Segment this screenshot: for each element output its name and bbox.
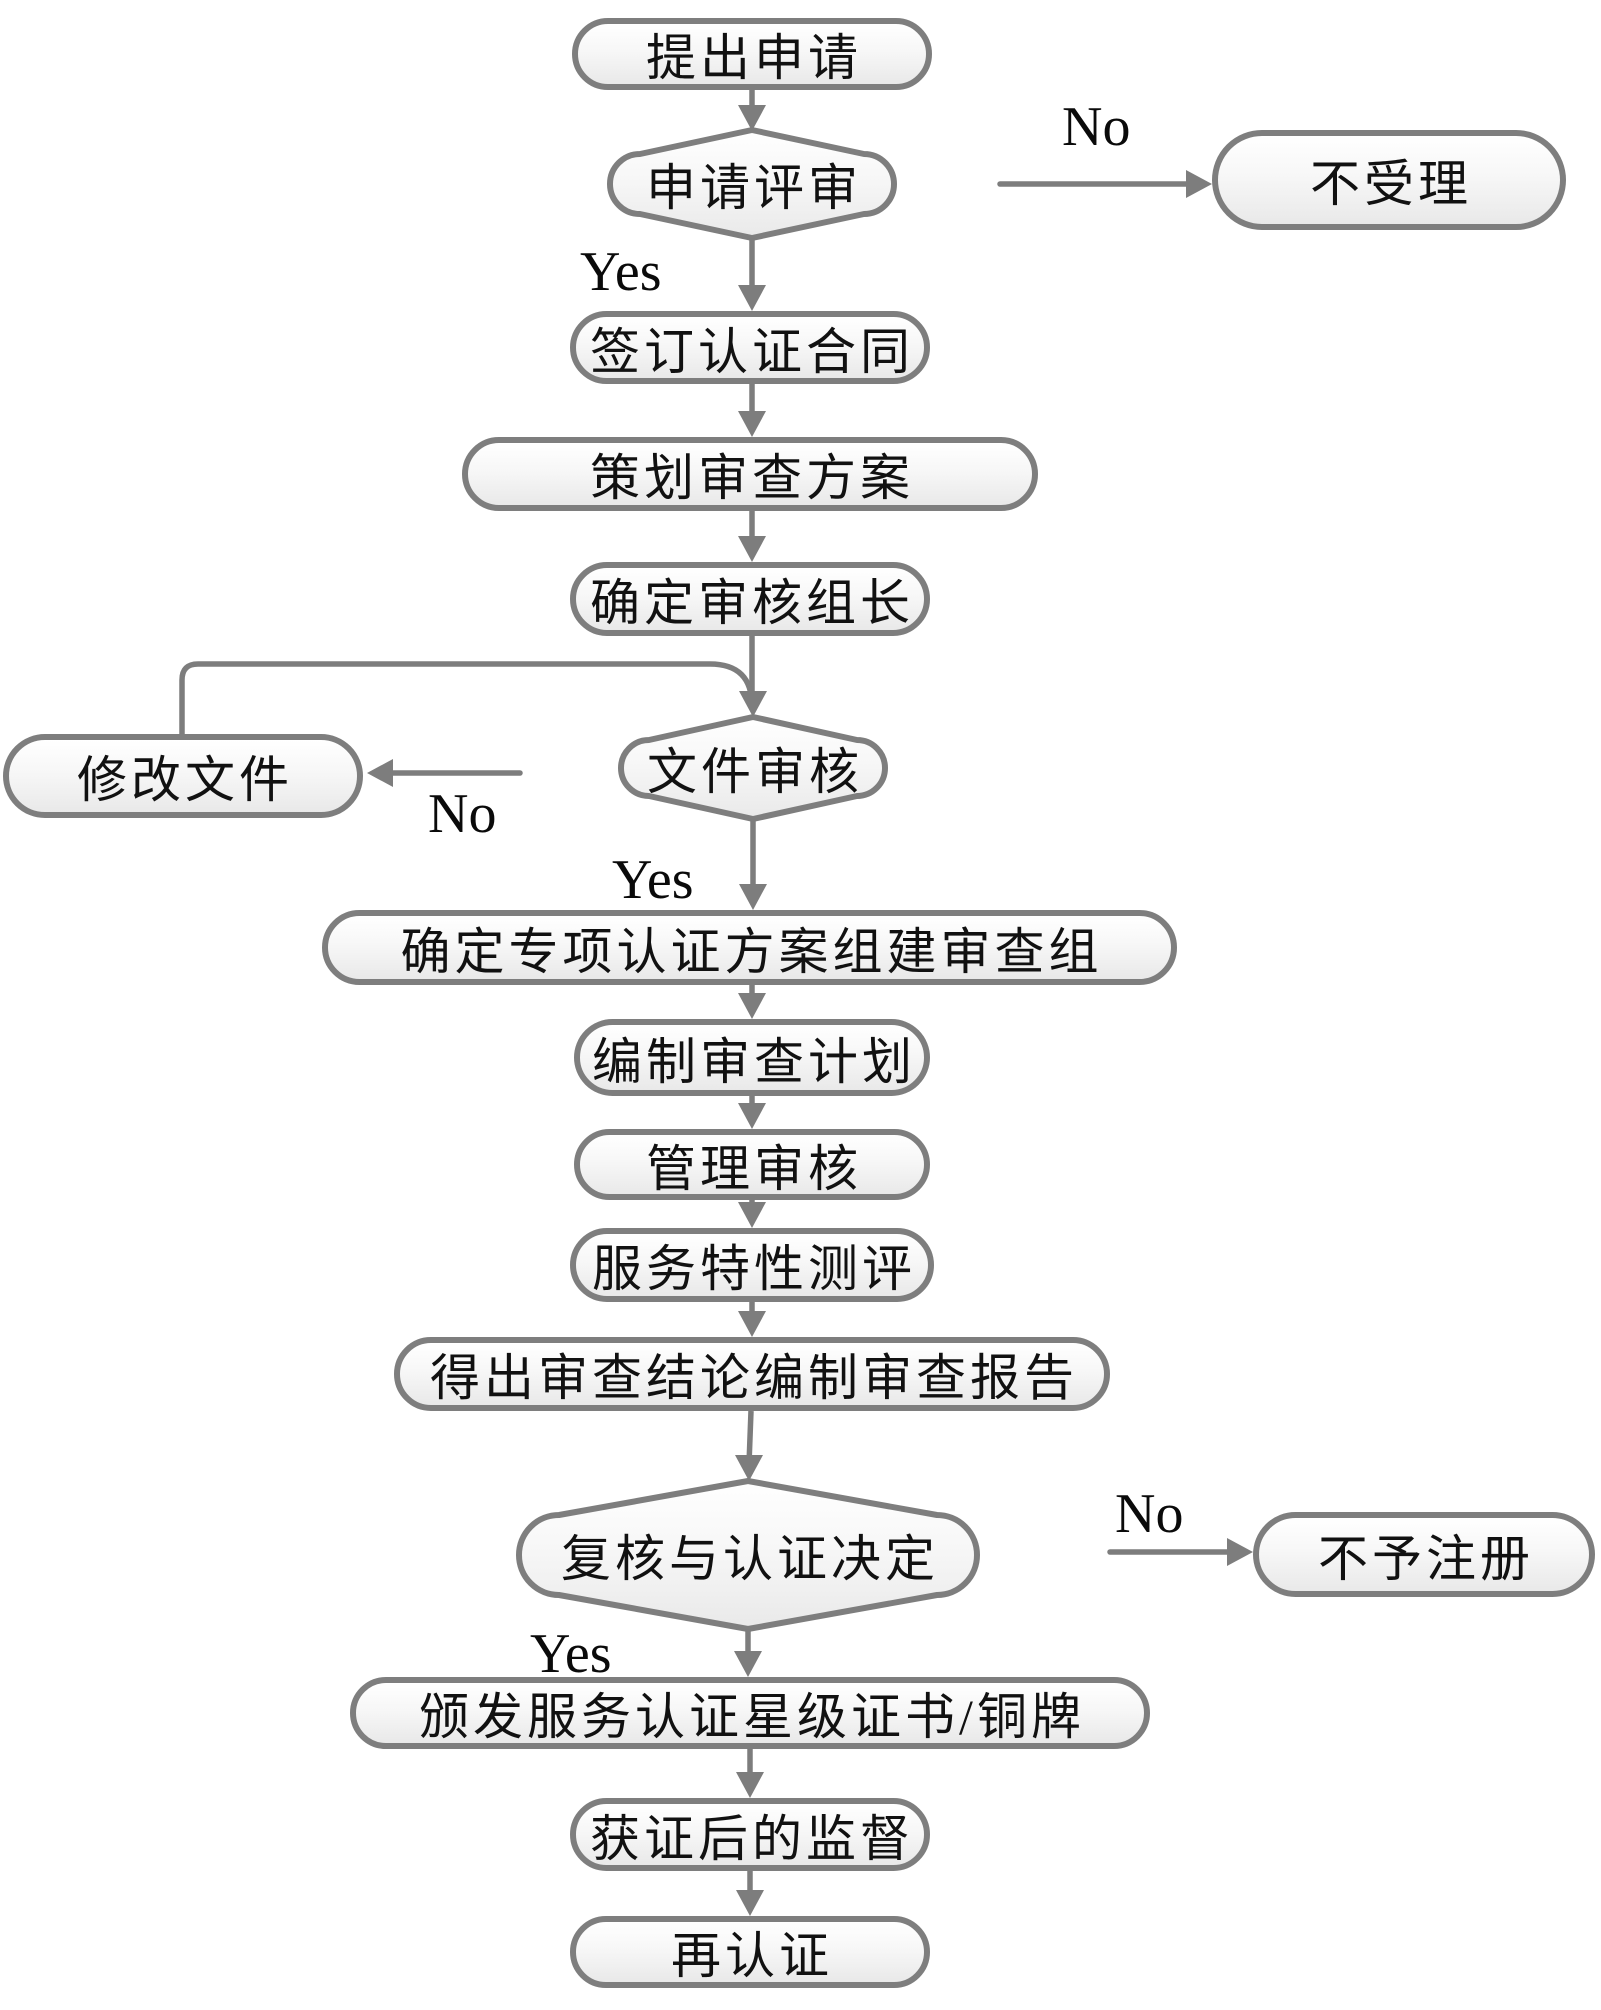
arrowhead: [739, 691, 767, 717]
arrowhead: [1227, 1538, 1253, 1566]
node-special-plan-team: 确定专项认证方案组建审查组: [322, 910, 1177, 985]
node-audit-team-leader: 确定审核组长: [570, 562, 930, 636]
node-not-accepted: 不受理: [1212, 130, 1566, 230]
node-application-review: 申请评审: [646, 160, 862, 216]
node-review-plan: 编制审查计划: [574, 1019, 930, 1096]
arrowhead: [736, 1890, 764, 1916]
node-submit-application: 提出申请: [572, 18, 932, 90]
arrowhead: [736, 1772, 764, 1798]
edge-label-yes-application: Yes: [580, 241, 662, 303]
edge-label-yes-document: Yes: [612, 849, 694, 911]
node-review-report: 得出审查结论编制审查报告: [394, 1337, 1110, 1411]
arrowhead: [367, 759, 393, 787]
node-document-review: 文件审核: [647, 744, 863, 800]
node-issue-certificate: 颁发服务认证星级证书/铜牌: [350, 1677, 1150, 1749]
arrowhead: [739, 884, 767, 910]
node-no-registration: 不予注册: [1253, 1512, 1595, 1597]
node-post-supervision: 获证后的监督: [570, 1798, 930, 1871]
arrowhead: [734, 1651, 762, 1677]
edge-label-yes-decision: Yes: [530, 1623, 612, 1685]
arrowhead: [1186, 170, 1212, 198]
node-sign-contract: 签订认证合同: [570, 311, 930, 384]
node-modify-documents: 修改文件: [3, 734, 363, 818]
edge-label-no-application: No: [1062, 96, 1131, 158]
arrowhead: [738, 1311, 766, 1337]
arrowhead: [735, 1455, 763, 1481]
node-management-audit: 管理审核: [574, 1129, 930, 1200]
node-recertification: 再认证: [570, 1916, 930, 1988]
node-service-evaluation: 服务特性测评: [570, 1228, 934, 1302]
node-plan-review-scheme: 策划审查方案: [462, 437, 1038, 511]
arrowhead: [738, 536, 766, 562]
arrowhead: [738, 993, 766, 1019]
arrowhead: [738, 285, 766, 311]
arrowhead: [738, 1202, 766, 1228]
arrowhead: [738, 1103, 766, 1129]
arrowheads: [367, 105, 1253, 1916]
edge-label-no-decision: No: [1115, 1483, 1184, 1545]
arrowhead: [738, 411, 766, 437]
edge-modify-loop: [179, 661, 755, 734]
arrowhead: [738, 105, 766, 131]
node-certification-decision: 复核与认证决定: [561, 1531, 939, 1587]
edge-label-no-document: No: [428, 783, 497, 845]
